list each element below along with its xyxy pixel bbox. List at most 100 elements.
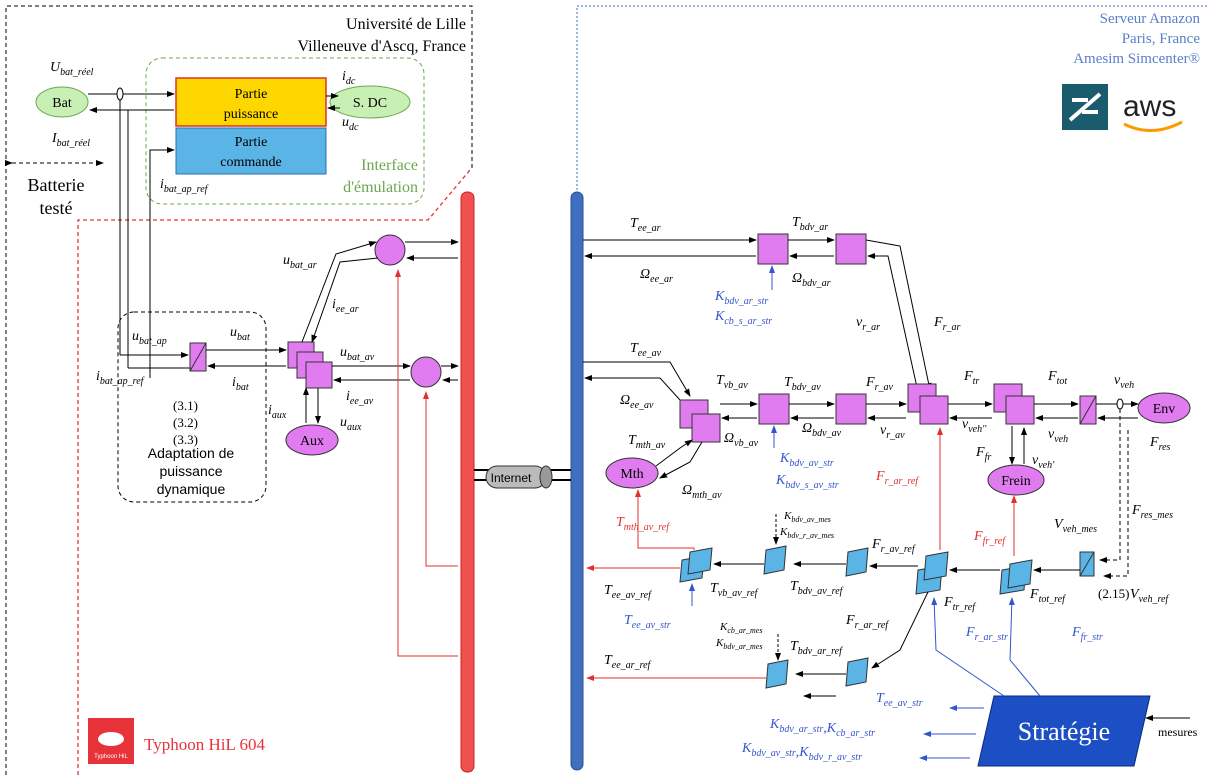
svg-text:Fres: Fres <box>1149 435 1171 453</box>
svg-text:ubat_av: ubat_av <box>340 345 375 363</box>
mth-label: Mth <box>620 467 643 482</box>
svg-text:Tvb_av_ref: Tvb_av_ref <box>710 581 759 599</box>
svg-text:Ωee_av: Ωee_av <box>620 393 654 411</box>
differential-av <box>835 393 867 425</box>
internet-label: Internet <box>491 471 532 485</box>
typhoon-label: Typhoon HiL 604 <box>144 735 265 754</box>
power-part-label-1: Partie <box>235 87 268 102</box>
env-node <box>1137 392 1191 424</box>
svg-text:vveh': vveh' <box>1032 453 1055 471</box>
svg-text:Ftr: Ftr <box>963 369 979 387</box>
svg-text:Fr_ar: Fr_ar <box>933 315 960 333</box>
aux-label: Aux <box>300 434 324 449</box>
svg-text:Tee_av_str: Tee_av_str <box>624 613 671 631</box>
coupling-av <box>691 413 721 443</box>
control-part-label-1: Partie <box>235 135 268 150</box>
server-label-3: Amesim Simcenter® <box>1073 51 1200 67</box>
svg-text:Ftr_ref: Ftr_ref <box>943 595 976 613</box>
university-label: Université de Lille <box>346 16 466 33</box>
svg-text:Ffr_str: Ffr_str <box>1071 625 1103 643</box>
typhoon-frame <box>77 169 471 775</box>
ctrl-coupling-ar-inverse <box>765 659 789 689</box>
svg-text:Tee_av: Tee_av <box>630 341 662 359</box>
svg-text:Ωvb_av: Ωvb_av <box>724 431 759 449</box>
i-dc-label: idc <box>342 69 356 87</box>
adaptation-frame <box>117 311 267 503</box>
node-av <box>410 356 442 388</box>
svg-text:Kbdv_av_str: Kbdv_av_str <box>779 451 834 469</box>
svg-text:Fr_ar_str: Fr_ar_str <box>965 625 1008 643</box>
svg-text:Tee_ar_ref: Tee_ar_ref <box>604 653 652 671</box>
i-bat-reel-label: Ibat_réel <box>51 131 90 149</box>
svg-text:Ffr_ref: Ffr_ref <box>973 529 1006 547</box>
svg-text:Ffr: Ffr <box>975 445 991 463</box>
server-label-2: Paris, France <box>1122 31 1201 47</box>
interface-frame <box>145 57 425 205</box>
u-dc-label: udc <box>342 115 359 133</box>
adaptation-label-3: dynamique <box>157 481 226 497</box>
amazon-frame <box>576 5 1208 770</box>
coupling-ar <box>757 233 789 265</box>
amazon-bus <box>570 191 584 771</box>
svg-text:Fr_ar_ref: Fr_ar_ref <box>875 469 919 487</box>
svg-text:vveh: vveh <box>1048 427 1068 445</box>
svg-text:Tbdv_av_ref: Tbdv_av_ref <box>790 579 844 597</box>
wheel-coupling <box>919 395 949 425</box>
dc-source-node <box>329 85 411 119</box>
svg-text:Vveh_mes: Vveh_mes <box>1054 517 1097 535</box>
eq-3-1: (3.1) <box>173 398 198 413</box>
svg-text:Vveh_ref: Vveh_ref <box>1130 587 1169 605</box>
strategy-block <box>977 695 1151 767</box>
typhoon-logo-text: Typhoon HiL <box>94 754 128 760</box>
interface-label-1: Interface <box>361 157 418 174</box>
svg-text:vr_av: vr_av <box>880 423 905 441</box>
svg-text:Tbdv_ar_ref: Tbdv_ar_ref <box>790 639 843 657</box>
mesures-label: mesures <box>1158 725 1198 739</box>
eq-3-3: (3.3) <box>173 432 198 447</box>
battery-label: Bat <box>52 96 72 111</box>
svg-text:vveh: vveh <box>1114 373 1134 391</box>
mth-node <box>605 457 659 489</box>
eq-2-15: (2.15) <box>1098 586 1129 601</box>
svg-text:ibat_ap_ref: ibat_ap_ref <box>96 369 145 387</box>
dc-source-label: S. DC <box>353 96 387 111</box>
svg-text:Kbdv_s_av_str: Kbdv_s_av_str <box>775 473 839 491</box>
location-label: Villeneuve d'Ascq, France <box>297 38 466 55</box>
node-ar <box>374 234 406 266</box>
env-label: Env <box>1153 402 1176 417</box>
svg-text:ibat: ibat <box>232 375 249 393</box>
svg-text:Fr_av: Fr_av <box>865 375 893 393</box>
gear-ar <box>835 233 867 265</box>
svg-text:Fres_mes: Fres_mes <box>1131 503 1173 521</box>
aux-node <box>285 424 339 456</box>
svg-text:Kbdv_r_av_mes: Kbdv_r_av_mes <box>779 526 834 540</box>
ctrl-gear-ar-inverse <box>845 657 869 687</box>
power-part <box>175 77 327 127</box>
aws-logo: aws <box>1123 90 1176 123</box>
svg-text:Tbdv_av: Tbdv_av <box>784 375 821 393</box>
svg-text:Tvb_av: Tvb_av <box>716 373 748 391</box>
svg-text:iee_av: iee_av <box>346 389 374 407</box>
svg-text:ubat: ubat <box>230 325 250 343</box>
battery-caption-1: Batterie <box>28 175 85 195</box>
svg-text:vr_ar: vr_ar <box>856 315 880 333</box>
svg-text:Kbdv_ar_mes: Kbdv_ar_mes <box>715 637 762 651</box>
battery-node <box>35 86 89 118</box>
svg-text:ubat_ar: ubat_ar <box>283 253 317 271</box>
frein-label: Frein <box>1001 474 1031 489</box>
svg-text:ubat_ap: ubat_ap <box>132 329 167 347</box>
svg-text:vveh'': vveh'' <box>962 417 987 435</box>
svg-text:Tee_av_ref: Tee_av_ref <box>604 583 652 601</box>
server-label-1: Serveur Amazon <box>1100 11 1201 27</box>
control-part <box>175 127 327 175</box>
svg-text:Kbdv_ar_str,Kcb_ar_str: Kbdv_ar_str,Kcb_ar_str <box>769 717 875 739</box>
svg-text:Kbdv_ar_str: Kbdv_ar_str <box>714 289 768 307</box>
svg-text:Kcb_s_ar_str: Kcb_s_ar_str <box>714 309 772 327</box>
svg-text:Ωee_ar: Ωee_ar <box>640 267 673 285</box>
control-part-label-2: commande <box>220 155 281 170</box>
svg-text:Kbdv_av_mes: Kbdv_av_mes <box>783 510 831 524</box>
svg-text:Kcb_ar_mes: Kcb_ar_mes <box>719 621 762 635</box>
strategy-label: Stratégie <box>1018 717 1110 746</box>
ctrl-brake-inverse <box>1007 559 1033 589</box>
svg-text:Tee_ar: Tee_ar <box>630 216 661 234</box>
